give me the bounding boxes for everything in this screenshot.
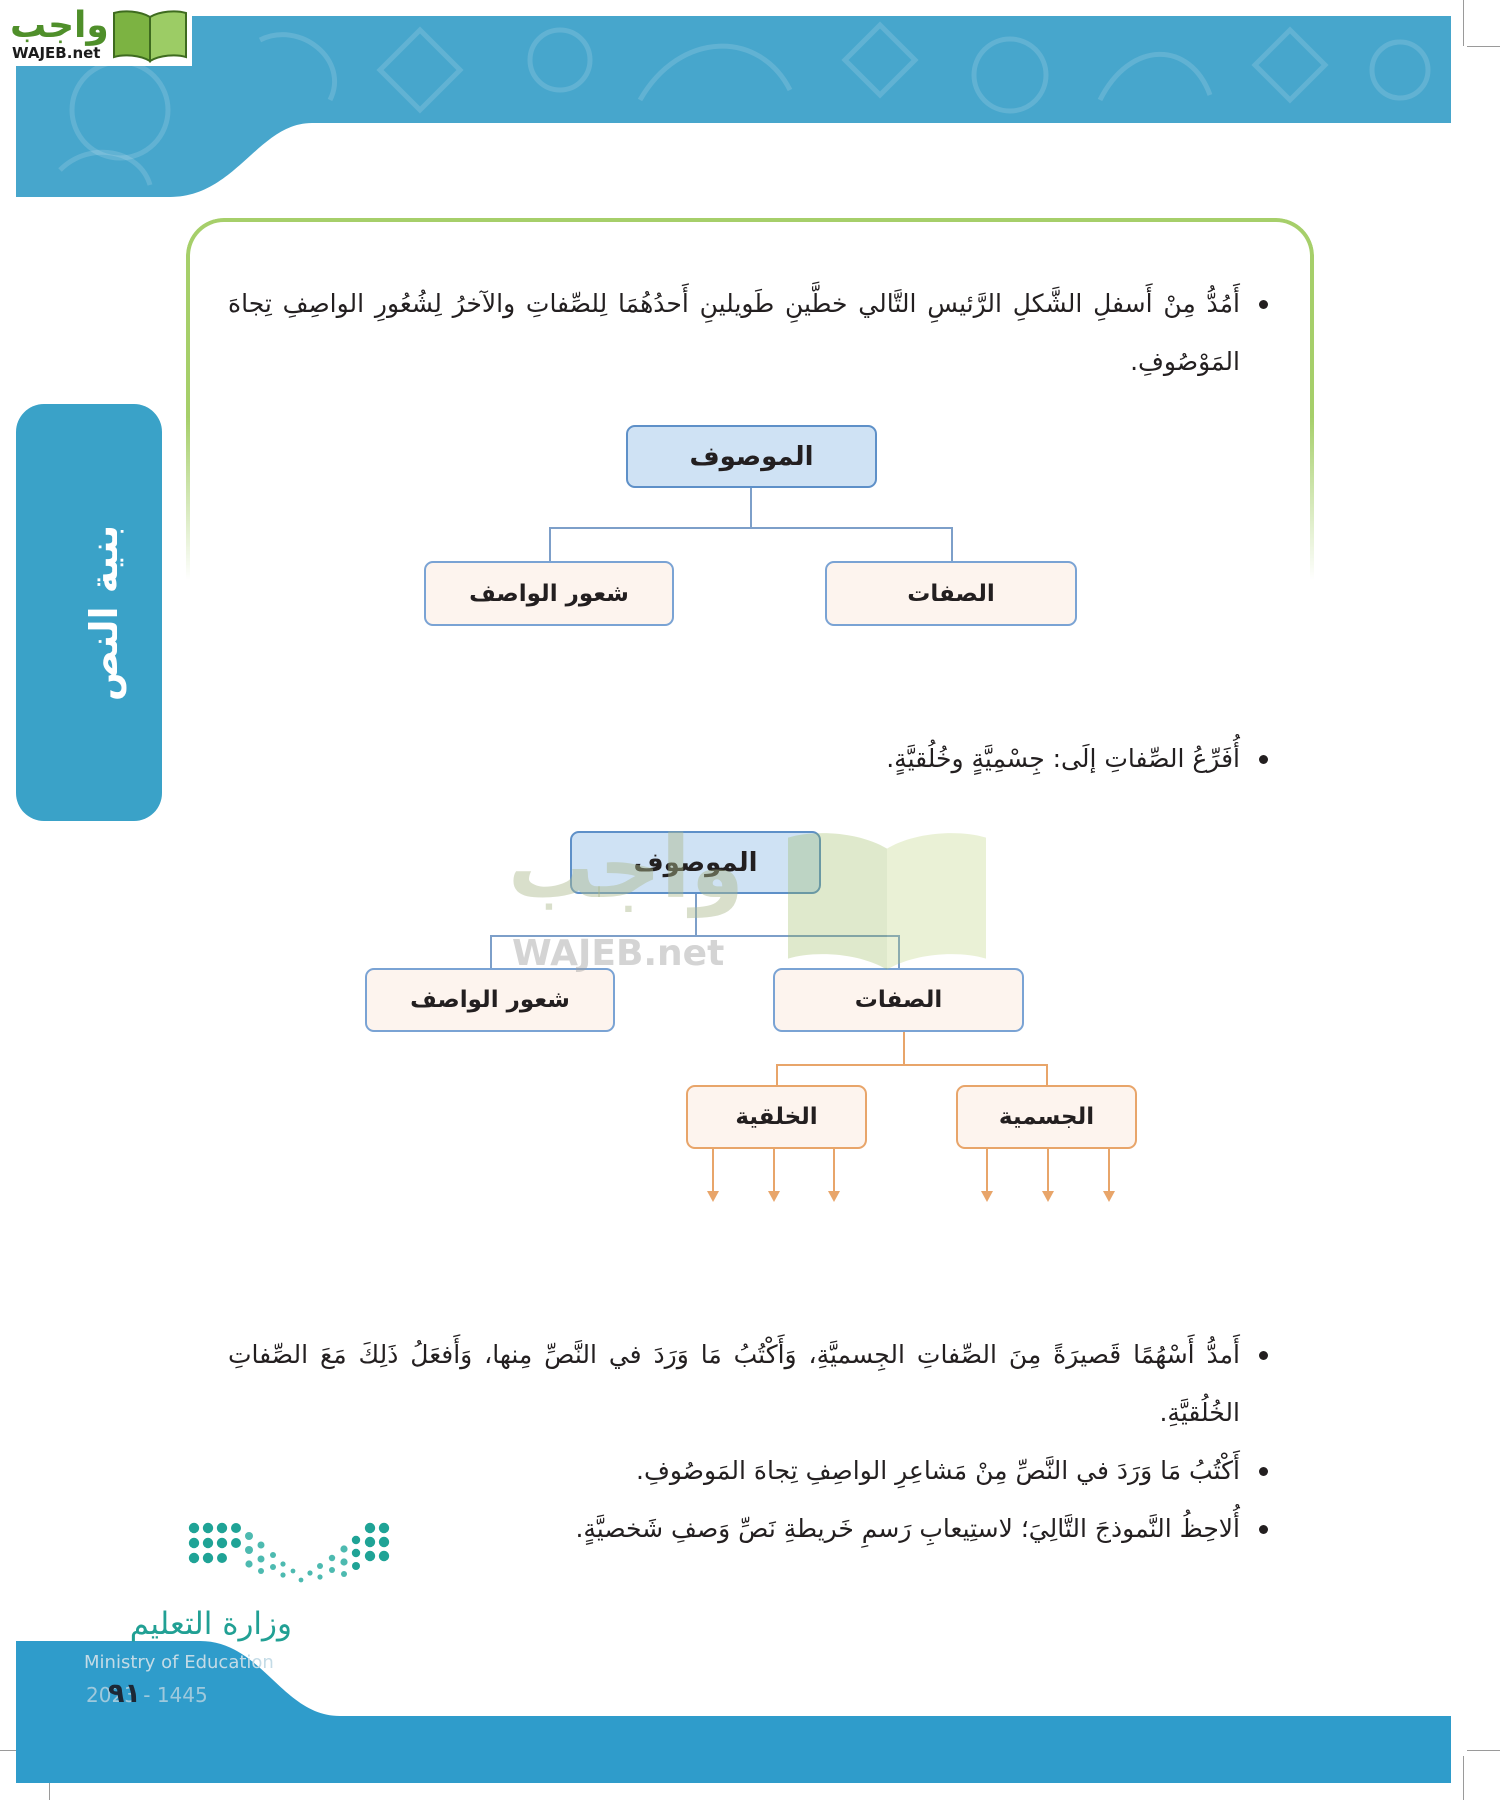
connector-line: [776, 1064, 1048, 1066]
node-feelings: شعور الواصف: [365, 968, 615, 1032]
connector-line: [776, 1064, 778, 1085]
bullet-icon: [1259, 1467, 1268, 1476]
crop-mark: [1463, 0, 1464, 46]
connector-line: [490, 935, 900, 937]
arrow-down-icon: [1042, 1149, 1054, 1202]
top-banner: [16, 16, 1451, 197]
node-described: الموصوف: [626, 425, 877, 488]
crop-mark: [1467, 46, 1500, 47]
instructions-list: أَمدُّ أَسْهُمًا قَصيرَةً مِنَ الصِّفاتِ…: [228, 1326, 1268, 1558]
instruction-text: أَمدُّ أَسْهُمًا قَصيرَةً مِنَ الصِّفاتِ…: [228, 1340, 1240, 1427]
node-moral: الخلقية: [686, 1085, 867, 1149]
connector-line: [549, 527, 953, 529]
instruction-text: أُفَرِّعُ الصِّفاتِ إلَى: جِسْمِيَّةٍ وخ…: [886, 744, 1240, 773]
arrow-down-icon: [707, 1149, 719, 1202]
connector-line: [903, 1032, 905, 1066]
node-label: الجسمية: [998, 1104, 1095, 1130]
node-physical: الجسمية: [956, 1085, 1137, 1149]
connector-line: [695, 894, 697, 936]
arrow-down-icon: [1103, 1149, 1115, 1202]
ministry-name-arabic: وزارة التعليم: [129, 1606, 292, 1642]
logo-arabic-text: واجب: [10, 5, 109, 46]
connector-line: [898, 935, 900, 968]
connector-line: [549, 527, 551, 561]
connector-line: [951, 527, 953, 561]
edition-year: 2023 - 1445: [86, 1683, 208, 1707]
node-label: الخلقية: [735, 1104, 818, 1130]
book-icon: [113, 10, 187, 63]
logo-latin-text: WAJEB.net: [12, 44, 101, 62]
node-feelings: شعور الواصف: [424, 561, 674, 626]
bullet-icon: [1259, 300, 1268, 309]
list-item: أَمُدُّ مِنْ أَسفلِ الشَّكلِ الرَّئيسِ ا…: [228, 275, 1268, 391]
node-label: الموصوف: [633, 847, 758, 878]
wajeb-logo: واجب WAJEB.net: [6, 4, 192, 66]
arrow-down-icon: [981, 1149, 993, 1202]
crop-mark: [1463, 1756, 1464, 1800]
instruction-text: أَكْتُبُ مَا وَرَدَ في النَّصِّ مِنْ مَش…: [636, 1456, 1240, 1485]
bullet-icon: [1259, 1525, 1268, 1534]
section-side-tab: بنية النص: [16, 404, 162, 821]
arrow-down-icon: [828, 1149, 840, 1202]
node-features: الصفات: [825, 561, 1077, 626]
list-item: أُفَرِّعُ الصِّفاتِ إلَى: جِسْمِيَّةٍ وخ…: [228, 730, 1268, 788]
instruction-1: أَمُدُّ مِنْ أَسفلِ الشَّكلِ الرَّئيسِ ا…: [228, 275, 1268, 391]
bullet-icon: [1259, 1351, 1268, 1360]
node-label: شعور الواصف: [469, 580, 629, 607]
ministry-dots-logo-icon: [188, 1522, 390, 1583]
list-item: أُلاحِظُ النَّموذجَ التَّالِيَ؛ لاستِيعا…: [228, 1500, 1268, 1558]
crop-mark: [1467, 1750, 1500, 1751]
node-described: الموصوف: [570, 831, 821, 894]
bottom-band: [16, 1641, 1451, 1783]
node-label: الصفات: [854, 987, 943, 1013]
connector-line: [1046, 1064, 1048, 1085]
activity-frame: [186, 218, 1314, 580]
node-label: الموصوف: [689, 441, 814, 472]
connector-line: [750, 488, 752, 528]
bullet-icon: [1259, 755, 1268, 764]
page-number: ٩١: [108, 1678, 141, 1709]
instruction-2: أُفَرِّعُ الصِّفاتِ إلَى: جِسْمِيَّةٍ وخ…: [228, 730, 1268, 788]
connector-line: [490, 935, 492, 968]
node-label: شعور الواصف: [410, 987, 570, 1013]
instruction-text: أَمُدُّ مِنْ أَسفلِ الشَّكلِ الرَّئيسِ ا…: [228, 289, 1240, 376]
side-tab-label: بنية النص: [81, 524, 126, 701]
node-features: الصفات: [773, 968, 1024, 1032]
arrow-down-icon: [768, 1149, 780, 1202]
ministry-name-english: Ministry of Education: [84, 1652, 274, 1673]
instruction-text: أُلاحِظُ النَّموذجَ التَّالِيَ؛ لاستِيعا…: [575, 1514, 1240, 1543]
list-item: أَكْتُبُ مَا وَرَدَ في النَّصِّ مِنْ مَش…: [228, 1442, 1268, 1500]
list-item: أَمدُّ أَسْهُمًا قَصيرَةً مِنَ الصِّفاتِ…: [228, 1326, 1268, 1442]
node-label: الصفات: [907, 580, 995, 607]
